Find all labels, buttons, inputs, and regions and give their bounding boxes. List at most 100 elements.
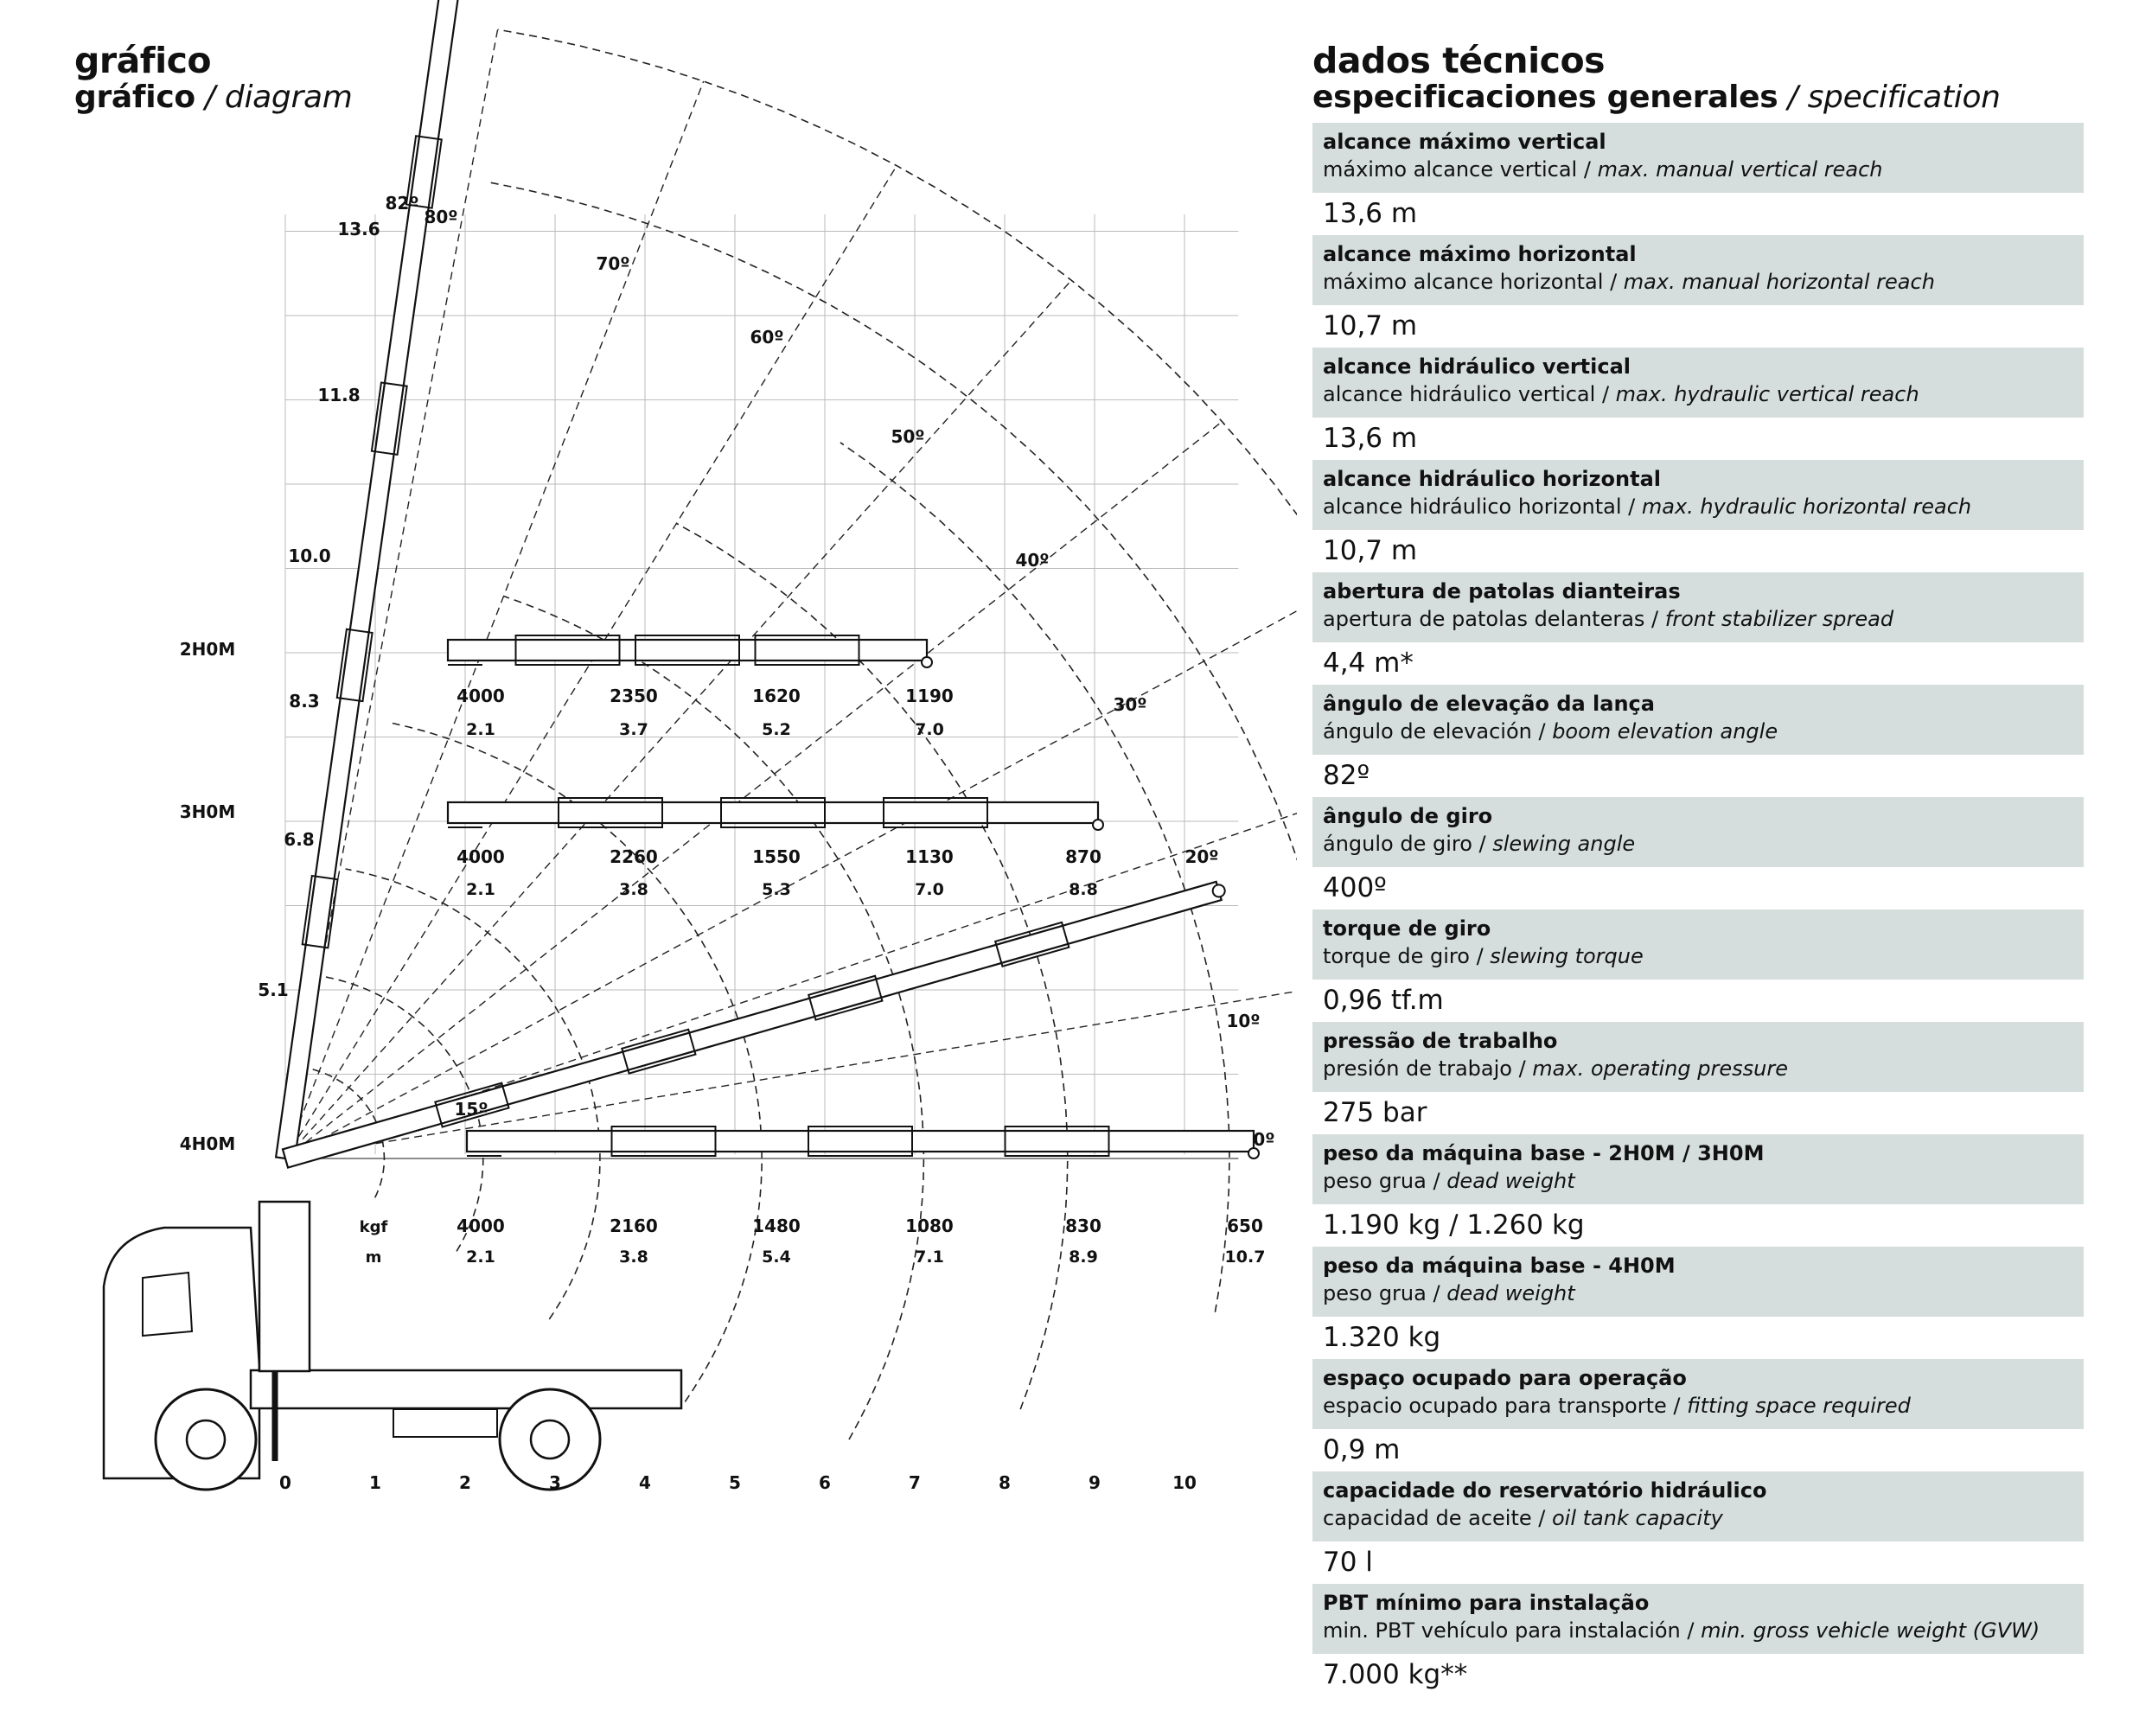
spec-translation: capacidad de aceite / oil tank capacity [1323, 1504, 2073, 1533]
spec-sep: / [1472, 832, 1493, 856]
config-label: 3H0M [180, 801, 235, 822]
unit-m-label: m [366, 1248, 382, 1267]
spec-value: 0,9 m [1323, 1434, 1401, 1465]
boom-tip [921, 656, 933, 668]
spec-sep: / [1595, 382, 1616, 406]
spec-sep: / [1577, 157, 1598, 182]
boom-section-joint [883, 797, 988, 828]
angle-label: 20º [1184, 846, 1218, 867]
config-label: 2H0M [180, 639, 235, 660]
unit-kgf-label: kgf [360, 1218, 388, 1236]
spec-sep: / [1603, 270, 1624, 294]
angle-ray [305, 421, 1223, 1143]
boom-section-joint [635, 635, 740, 666]
boom-section-joint [514, 635, 621, 666]
spec-label: peso da máquina base - 2H0M / 3H0M [1323, 1141, 1765, 1165]
boom-section-joint [993, 921, 1070, 968]
spec-label-es: presión de trabajo [1323, 1056, 1512, 1081]
angle-ray [308, 610, 1297, 1146]
spec-sep: / [1426, 1169, 1447, 1193]
boom-body [446, 638, 929, 662]
reach-label: 8.9 [1069, 1248, 1098, 1267]
reach-label: 5.3 [762, 880, 791, 899]
height-label: 11.8 [317, 385, 360, 405]
spec-label-en: dead weight [1446, 1281, 1575, 1305]
grid [284, 214, 1239, 1159]
spec-value: 275 bar [1323, 1097, 1427, 1128]
boom-section-joint [720, 797, 826, 828]
spec-sep: / [1531, 719, 1553, 744]
crane-column [258, 1200, 311, 1373]
x-tick-label: 2 [459, 1472, 471, 1493]
spec-label: torque de giro [1323, 916, 1491, 941]
spec-label-en: max. hydraulic vertical reach [1615, 382, 1919, 406]
spec-sep: / [1469, 944, 1491, 968]
boom-section-joint [1004, 1126, 1110, 1157]
spec-sep: / [1511, 1056, 1533, 1081]
boom-body [274, 0, 469, 1161]
boom-section-joint [807, 974, 884, 1021]
booms [274, 0, 1260, 1169]
spec-label-es: ángulo de giro [1323, 832, 1472, 856]
boom-section-joint [301, 874, 339, 949]
spec-translation: peso grua / dead weight [1323, 1167, 2073, 1196]
spec-label-en: fitting space required [1687, 1394, 1911, 1418]
spec-translation: ángulo de elevación / boom elevation ang… [1323, 718, 2073, 746]
boom-16deg [281, 880, 1226, 1169]
reach-label: 8.8 [1069, 880, 1098, 899]
spec-value: 10,7 m [1323, 310, 1418, 341]
reach-label: 2.1 [466, 720, 495, 739]
angle-rays [289, 29, 1297, 1155]
spec-sep: / [1666, 1394, 1688, 1418]
x-tick-label: 1 [369, 1472, 381, 1493]
boom-4h0m [465, 1126, 1260, 1159]
angle-label: 60º [750, 327, 783, 348]
spec-sep: / [1621, 495, 1642, 519]
spec-value: 4,4 m* [1323, 648, 1414, 679]
reach-label: 3.8 [619, 880, 648, 899]
angle-label: 30º [1113, 694, 1146, 715]
spec-label-en: dead weight [1446, 1169, 1575, 1193]
reach-label: 7.0 [915, 720, 944, 739]
spec-label-es: ángulo de elevación [1323, 719, 1532, 744]
angle-ray [310, 813, 1297, 1151]
x-tick-label: 3 [549, 1472, 561, 1493]
spec-label-en: max. manual vertical reach [1597, 157, 1883, 182]
spec-value: 13,6 m [1323, 198, 1418, 229]
spec-value: 1.190 kg / 1.260 kg [1323, 1209, 1585, 1241]
boom-82deg [274, 0, 469, 1161]
spec-label: alcance hidráulico horizontal [1323, 467, 1661, 491]
spec-label-en: slewing angle [1492, 832, 1636, 856]
reach-arc [319, 975, 484, 1252]
boom-2h0m [446, 635, 933, 668]
reach-label: 5.4 [762, 1248, 791, 1267]
x-tick-label: 6 [819, 1472, 831, 1493]
spec-label: ângulo de elevação da lança [1323, 692, 1655, 716]
boom-section-joint [335, 628, 374, 703]
spec-sep: / [1426, 1281, 1447, 1305]
spec-value: 82º [1323, 760, 1370, 791]
spec-label: alcance máximo horizontal [1323, 242, 1637, 266]
load-label: 1480 [752, 1216, 801, 1236]
reach-arc [488, 181, 1297, 861]
boom-tip [1211, 884, 1226, 898]
load-label: 1190 [905, 686, 954, 706]
x-tick-label: 8 [999, 1472, 1011, 1493]
reach-arc [503, 595, 925, 1440]
spec-label: capacidade do reservatório hidráulico [1323, 1478, 1767, 1503]
spec-subtitle-main: especificaciones generales [1312, 80, 1778, 115]
